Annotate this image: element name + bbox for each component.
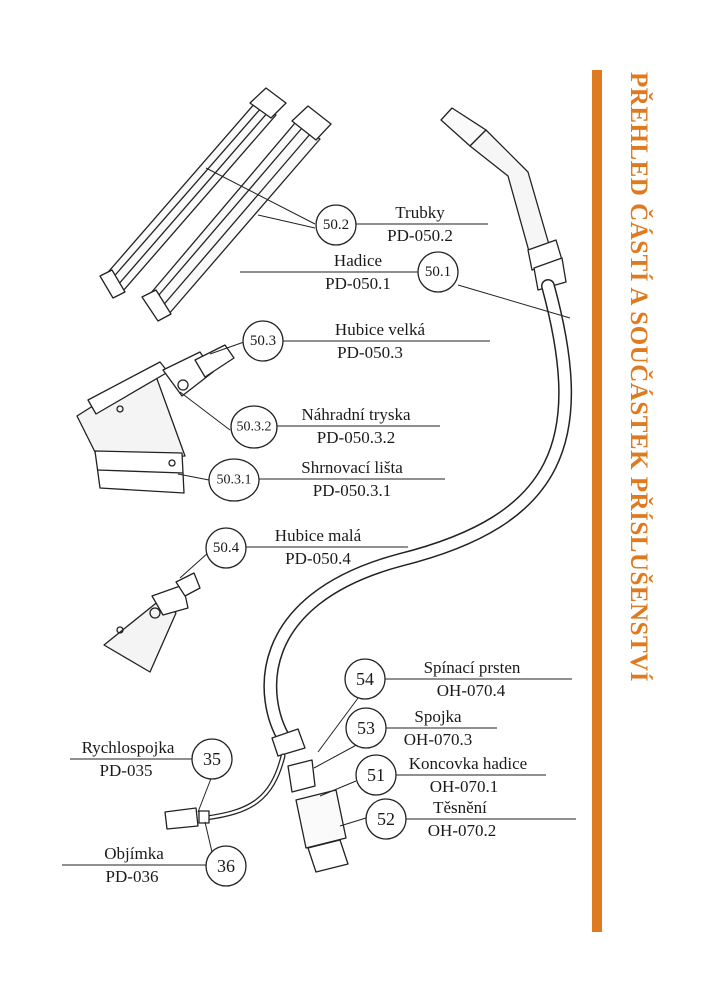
part-code: PD-050.1: [325, 274, 391, 293]
svg-text:50.1: 50.1: [425, 264, 451, 280]
svg-text:36: 36: [217, 856, 235, 876]
part-name: Náhradní tryska: [301, 405, 411, 424]
part-name: Hubice malá: [275, 526, 362, 545]
svg-text:54: 54: [356, 669, 374, 689]
callout-51: 51 Koncovka hadice OH-070.1: [355, 754, 546, 796]
svg-text:52: 52: [377, 809, 395, 829]
svg-text:53: 53: [357, 718, 375, 738]
part-name: Spínací prsten: [424, 658, 521, 677]
callout-50-4: 50.4 Hubice malá PD-050.4: [205, 526, 408, 569]
tubes-drawing: [99, 87, 332, 322]
svg-text:50.4: 50.4: [213, 540, 240, 556]
leader-lines: [177, 167, 571, 853]
part-name: Hubice velká: [335, 320, 426, 339]
callout-52: 52 Těsnění OH-070.2: [365, 798, 576, 840]
part-name: Těsnění: [433, 798, 487, 817]
part-code: PD-050.2: [387, 226, 453, 245]
part-name: Shrnovací lišta: [301, 458, 403, 477]
callout-36: 36 Objímka PD-036: [62, 844, 247, 887]
part-code: PD-050.3.2: [317, 428, 395, 447]
part-code: PD-050.3.1: [313, 481, 391, 500]
svg-text:35: 35: [203, 749, 221, 769]
part-name: Rychlospojka: [82, 738, 175, 757]
sidebar-accent-bar: [592, 70, 602, 932]
svg-text:50.2: 50.2: [323, 217, 349, 233]
small-nozzle-drawing: [103, 572, 201, 673]
part-code: PD-036: [106, 867, 159, 886]
callout-35: 35 Rychlospojka PD-035: [70, 738, 233, 780]
part-code: OH-070.4: [437, 681, 506, 700]
part-code: PD-035: [100, 761, 153, 780]
callout-50-3-1: 50.3.1 Shrnovací lišta PD-050.3.1: [208, 458, 445, 502]
callout-50-2: 50.2 Trubky PD-050.2: [315, 203, 488, 246]
part-code: OH-070.2: [428, 821, 496, 840]
callout-50-3-2: 50.3.2 Náhradní tryska PD-050.3.2: [230, 405, 440, 449]
svg-text:50.3: 50.3: [250, 333, 276, 349]
callout-50-3: 50.3 Hubice velká PD-050.3: [242, 320, 490, 362]
part-name: Trubky: [395, 203, 445, 222]
svg-text:50.3.2: 50.3.2: [237, 420, 272, 435]
page-title: PŘEHLED ČÁSTÍ A SOUČÁSTEK PŘÍSLUŠENSTVÍ: [625, 72, 652, 682]
part-name: Koncovka hadice: [409, 754, 527, 773]
hose-drawing: [164, 107, 573, 873]
callout-54: 54 Spínací prsten OH-070.4: [344, 658, 572, 700]
part-name: Spojka: [414, 707, 462, 726]
callout-50-1: 50.1 Hadice PD-050.1: [240, 251, 459, 293]
svg-text:50.3.1: 50.3.1: [217, 473, 252, 488]
part-code: PD-050.3: [337, 343, 403, 362]
part-code: PD-050.4: [285, 549, 351, 568]
part-name: Hadice: [334, 251, 382, 270]
large-nozzle-drawing: [76, 344, 235, 494]
svg-text:51: 51: [367, 765, 385, 785]
part-code: OH-070.1: [430, 777, 498, 796]
part-code: OH-070.3: [404, 730, 472, 749]
part-name: Objímka: [104, 844, 164, 863]
callout-53: 53 Spojka OH-070.3: [345, 707, 497, 749]
